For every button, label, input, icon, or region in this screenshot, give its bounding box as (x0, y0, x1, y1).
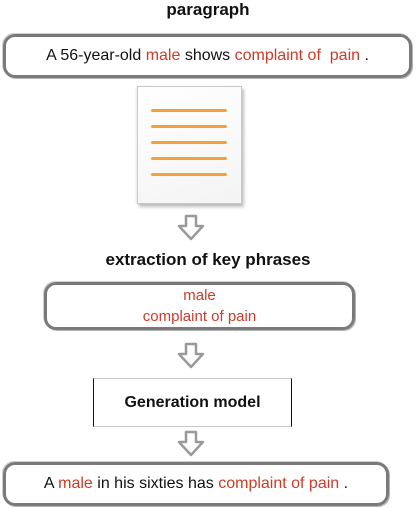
extraction-title: extraction of key phrases (105, 250, 311, 269)
paragraph-title: paragraph (166, 0, 250, 19)
document-line (151, 157, 227, 160)
document-line (151, 141, 227, 144)
input-sentence-box: A 56-year-old male shows complaint of pa… (3, 34, 412, 78)
document-line (151, 173, 227, 176)
input-text-2: shows (180, 47, 235, 64)
key-phrases-box: male complaint of pain (44, 282, 355, 330)
document-icon (137, 86, 242, 204)
output-text-2: in his sixties has (92, 475, 219, 492)
output-text-3: . (339, 475, 349, 492)
output-highlight-male: male (58, 475, 93, 492)
down-arrow-icon (177, 342, 205, 369)
down-arrow-icon (177, 214, 205, 241)
output-sentence-box: A male in his sixties has complaint of p… (3, 462, 389, 506)
output-text-1: A (43, 475, 59, 492)
document-line (151, 125, 227, 128)
document-line (151, 109, 227, 112)
output-highlight-complaint: complaint of pain (218, 475, 340, 492)
input-highlight-complaint: complaint of pain (234, 47, 361, 64)
input-text-3: . (360, 47, 369, 64)
input-highlight-male: male (145, 47, 181, 64)
down-arrow-icon (177, 430, 205, 457)
key-phrase-male: male (183, 287, 216, 304)
generation-model-label: Generation model (124, 393, 261, 411)
input-text-1: A 56-year-old (46, 47, 146, 64)
generation-model-box: Generation model (93, 378, 292, 427)
key-phrase-complaint: complaint of pain (142, 308, 257, 325)
